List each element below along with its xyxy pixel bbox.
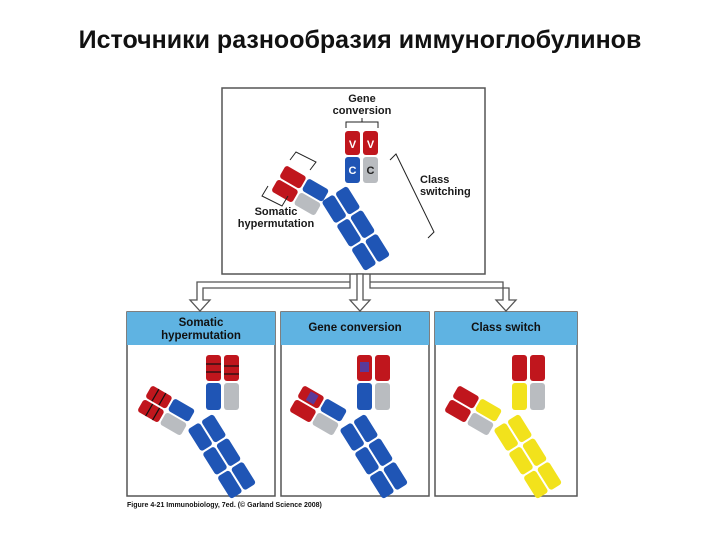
top-light-v-label: V — [367, 139, 375, 151]
top-stem-c-label-3: C — [384, 235, 392, 247]
class-switching-bracket — [389, 153, 435, 239]
panel-class-switch-header — [435, 312, 577, 345]
top-heavy-variable-segment — [345, 131, 360, 155]
panel-hypermutation-title-line1: Somatic — [179, 317, 224, 329]
top-heavy-c-label: C — [349, 165, 357, 177]
somatic-hypermutation-label-line2: hypermutation — [238, 218, 315, 230]
class-switching-label-line1: Class — [420, 174, 449, 186]
somatic-hypermutation-label-line1: Somatic — [255, 206, 298, 218]
branch-arrows — [188, 273, 518, 312]
top-heavy-v-label: V — [349, 139, 357, 151]
slide-title: Источники разнообразия иммуноглобулинов — [78, 26, 642, 54]
top-heavy-constant-segment — [345, 157, 360, 183]
figure-caption: Figure 4-21 Immunobiology, 7ed. (© Garla… — [127, 501, 322, 509]
gene-conversion-label-line1: Gene — [348, 93, 376, 105]
top-left-arm — [272, 166, 329, 215]
hypermutation-bracket — [289, 151, 317, 171]
class-switching-label-line2: switching — [420, 186, 471, 198]
antibody-class-switch — [445, 355, 562, 499]
panel-class-switch-title: Class switch — [471, 322, 541, 334]
top-light-constant-segment — [363, 157, 378, 183]
antibody-gene-conversion — [290, 355, 408, 499]
panel-hypermutation-title-line2: hypermutation — [161, 330, 241, 342]
gene-conversion-label-line2: conversion — [333, 105, 392, 117]
panel-hypermutation-header — [127, 312, 275, 345]
top-stem — [322, 186, 390, 271]
top-stem-c-label-2: C — [372, 214, 380, 226]
panel-gene-conversion-title: Gene conversion — [308, 322, 401, 334]
top-light-variable-segment — [363, 131, 378, 155]
antibody-hypermutation — [138, 355, 256, 499]
panel-gene-conversion-header — [281, 312, 429, 345]
top-light-c-label: C — [367, 165, 375, 177]
top-stem-c-label-1: C — [360, 194, 368, 206]
